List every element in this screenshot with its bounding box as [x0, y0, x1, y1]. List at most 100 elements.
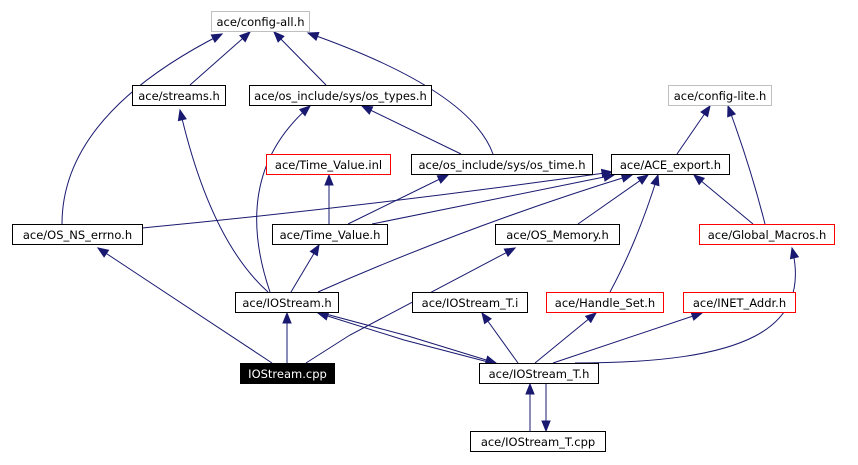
edge-iostream-h-to-os-types: [256, 105, 312, 293]
edge-line: [179, 109, 269, 293]
edge-arrowhead: [727, 104, 737, 118]
edge-iostream-t-h-to-iostream-t-cpp: [541, 383, 551, 433]
node-box: [412, 292, 528, 313]
edge-arrowhead: [525, 382, 535, 395]
edge-line: [574, 247, 796, 364]
node-box: [699, 224, 835, 245]
node-label: ace/streams.h: [138, 89, 220, 103]
edge-arrowhead: [484, 355, 498, 365]
node-box: [479, 363, 599, 384]
node-inet-addr[interactable]: ace/INET_Addr.h: [683, 292, 796, 313]
node-os-types[interactable]: ace/os_include/sys/os_types.h: [249, 85, 432, 106]
node-label: ace/OS_Memory.h: [506, 228, 609, 242]
edge-iostream-h-to-streams: [177, 108, 269, 293]
node-label: ace/ACE_export.h: [620, 158, 721, 172]
node-label: ace/IOStream_T.h: [489, 367, 590, 381]
edge-arrowhead: [541, 420, 551, 433]
node-box: [12, 224, 143, 245]
node-label: ace/Time_Value.inl: [275, 158, 382, 172]
node-label: ace/IOStream_T.i: [422, 296, 519, 310]
edge-handle-set-to-ace-export: [609, 173, 660, 293]
edge-line: [534, 312, 597, 364]
edge-os-ns-errno-to-config-all: [61, 33, 224, 225]
node-label: ace/Global_Macros.h: [708, 228, 827, 242]
edge-arrowhead: [177, 108, 187, 122]
node-time-value[interactable]: ace/Time_Value.h: [272, 224, 388, 245]
edge-time-value-to-time-value-inl: [324, 173, 334, 224]
edge-line: [371, 174, 615, 225]
edge-line: [273, 31, 327, 86]
edge-arrowhead: [298, 105, 312, 117]
node-iostream-cpp[interactable]: IOStream.cpp: [240, 363, 335, 384]
node-label: ace/os_include/sys/os_types.h: [254, 89, 427, 103]
node-box: [611, 154, 730, 175]
node-ace-export[interactable]: ace/ACE_export.h: [611, 154, 730, 175]
node-label: ace/config-lite.h: [674, 89, 767, 103]
node-streams[interactable]: ace/streams.h: [132, 85, 226, 106]
edge-line: [317, 312, 493, 364]
edge-arrowhead: [306, 31, 320, 41]
node-box: [411, 154, 593, 175]
node-label: ace/IOStream.h: [242, 296, 331, 310]
node-box: [249, 85, 432, 106]
edge-arrowhead: [692, 174, 706, 186]
node-iostream-t-i[interactable]: ace/IOStream_T.i: [412, 292, 528, 313]
node-os-time[interactable]: ace/os_include/sys/os_time.h: [411, 154, 593, 175]
node-handle-set[interactable]: ace/Handle_Set.h: [546, 292, 664, 313]
edge-global-macros-to-ace-export: [692, 174, 754, 225]
node-box: [546, 292, 664, 313]
node-global-macros[interactable]: ace/Global_Macros.h: [699, 224, 835, 245]
node-box: [240, 363, 335, 384]
edge-arrowhead: [324, 173, 334, 186]
edge-os-ns-errno-to-ace-export: [141, 168, 614, 229]
node-iostream-t-cpp[interactable]: ace/IOStream_T.cpp: [470, 431, 606, 452]
node-box: [272, 224, 388, 245]
node-label: ace/IOStream_T.cpp: [481, 435, 595, 449]
edge-arrowhead: [650, 173, 660, 187]
edge-line: [361, 105, 462, 155]
edge-os-memory-to-ace-export: [577, 174, 650, 225]
node-config-all[interactable]: ace/config-all.h: [211, 11, 310, 32]
node-iostream-t-h[interactable]: ace/IOStream_T.h: [479, 363, 599, 384]
edge-arrowhead: [273, 31, 285, 43]
node-os-ns-errno[interactable]: ace/OS_NS_errno.h: [12, 224, 143, 245]
edge-iostream-t-h-to-iostream-t-i: [481, 311, 519, 364]
edge-ace-export-to-config-lite: [676, 104, 711, 155]
edge-arrowhead: [584, 312, 598, 324]
node-label: ace/os_include/sys/os_time.h: [418, 158, 585, 172]
node-os-memory[interactable]: ace/OS_Memory.h: [495, 224, 620, 245]
node-label: ace/OS_NS_errno.h: [23, 228, 132, 242]
node-box: [211, 11, 310, 32]
edge-iostream-t-h-to-iostream-h: [316, 311, 493, 364]
node-config-lite[interactable]: ace/config-lite.h: [668, 85, 772, 106]
node-box: [495, 224, 620, 245]
node-time-value-inl[interactable]: ace/Time_Value.inl: [266, 154, 391, 175]
edge-line: [61, 33, 223, 225]
edge-iostream-t-h-to-global-macros: [574, 246, 800, 364]
edge-streams-to-config-all: [189, 31, 252, 86]
edge-os-types-to-config-all: [273, 31, 327, 86]
edge-iostream-t-h-to-handle-set: [534, 312, 598, 364]
edge-line: [552, 312, 703, 364]
node-label: ace/INET_Addr.h: [693, 296, 786, 310]
edge-arrowhead: [789, 246, 800, 260]
edge-iostream-cpp-to-os-memory: [305, 247, 517, 364]
edge-line: [693, 174, 754, 225]
edge-line: [256, 105, 311, 293]
edge-arrowhead: [309, 243, 320, 257]
edge-line: [307, 32, 494, 155]
edge-arrowhead: [96, 247, 110, 258]
edges-layer: [61, 31, 800, 433]
node-box: [266, 154, 391, 175]
edge-os-time-to-config-all: [306, 31, 494, 155]
edge-arrowhead: [436, 174, 450, 184]
edge-line: [727, 105, 766, 225]
edge-arrowhead: [360, 105, 374, 115]
edge-arrowhead: [481, 311, 492, 325]
edge-line: [321, 312, 497, 364]
edge-iostream-h-to-iostream-t-h: [321, 312, 498, 365]
edge-line: [141, 171, 613, 229]
node-iostream-h[interactable]: ace/IOStream.h: [235, 292, 339, 313]
edge-iostream-cpp-to-iostream-h: [282, 311, 292, 363]
